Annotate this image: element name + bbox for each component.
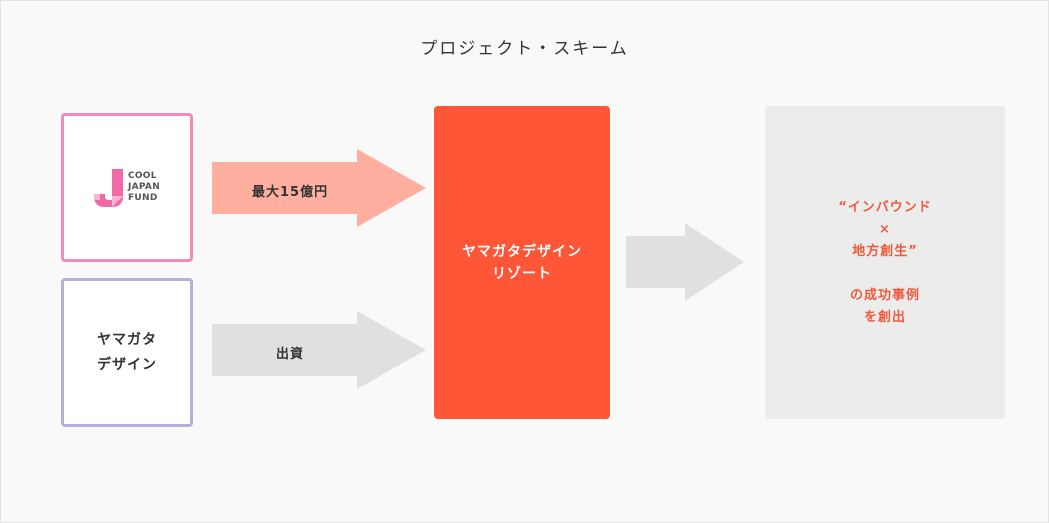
result-headline: “インバウンド × 地方創生”: [838, 199, 932, 259]
diagram-title: プロジェクト・スキーム: [420, 39, 629, 59]
investment-arrow-pink: [212, 149, 426, 227]
result-box: “インバウンド × 地方創生” の成功事例 を創出: [765, 106, 1005, 419]
investment-arrow-gray: [212, 311, 426, 389]
yamagata-design-resort-box: ヤマガタデザイン リゾート: [434, 106, 610, 419]
j-logo-icon: [93, 168, 123, 207]
cool-japan-fund-logo: COOL JAPAN FUND: [93, 168, 161, 207]
yamagata-design-resort-label: ヤマガタデザイン リゾート: [462, 243, 582, 282]
cool-japan-fund-box: COOL JAPAN FUND: [61, 113, 193, 262]
result-subline: の成功事例 を創出: [849, 287, 920, 325]
investment-arrow-label: 最大15億円: [252, 185, 329, 200]
yamagata-design-box: ヤマガタ デザイン: [61, 278, 193, 427]
investment-arrow-label-2: 出資: [276, 347, 305, 362]
result-arrow: [626, 223, 744, 301]
cool-japan-fund-logo-text: COOL JAPAN FUND: [127, 171, 161, 203]
yamagata-design-label: ヤマガタ デザイン: [97, 331, 157, 373]
